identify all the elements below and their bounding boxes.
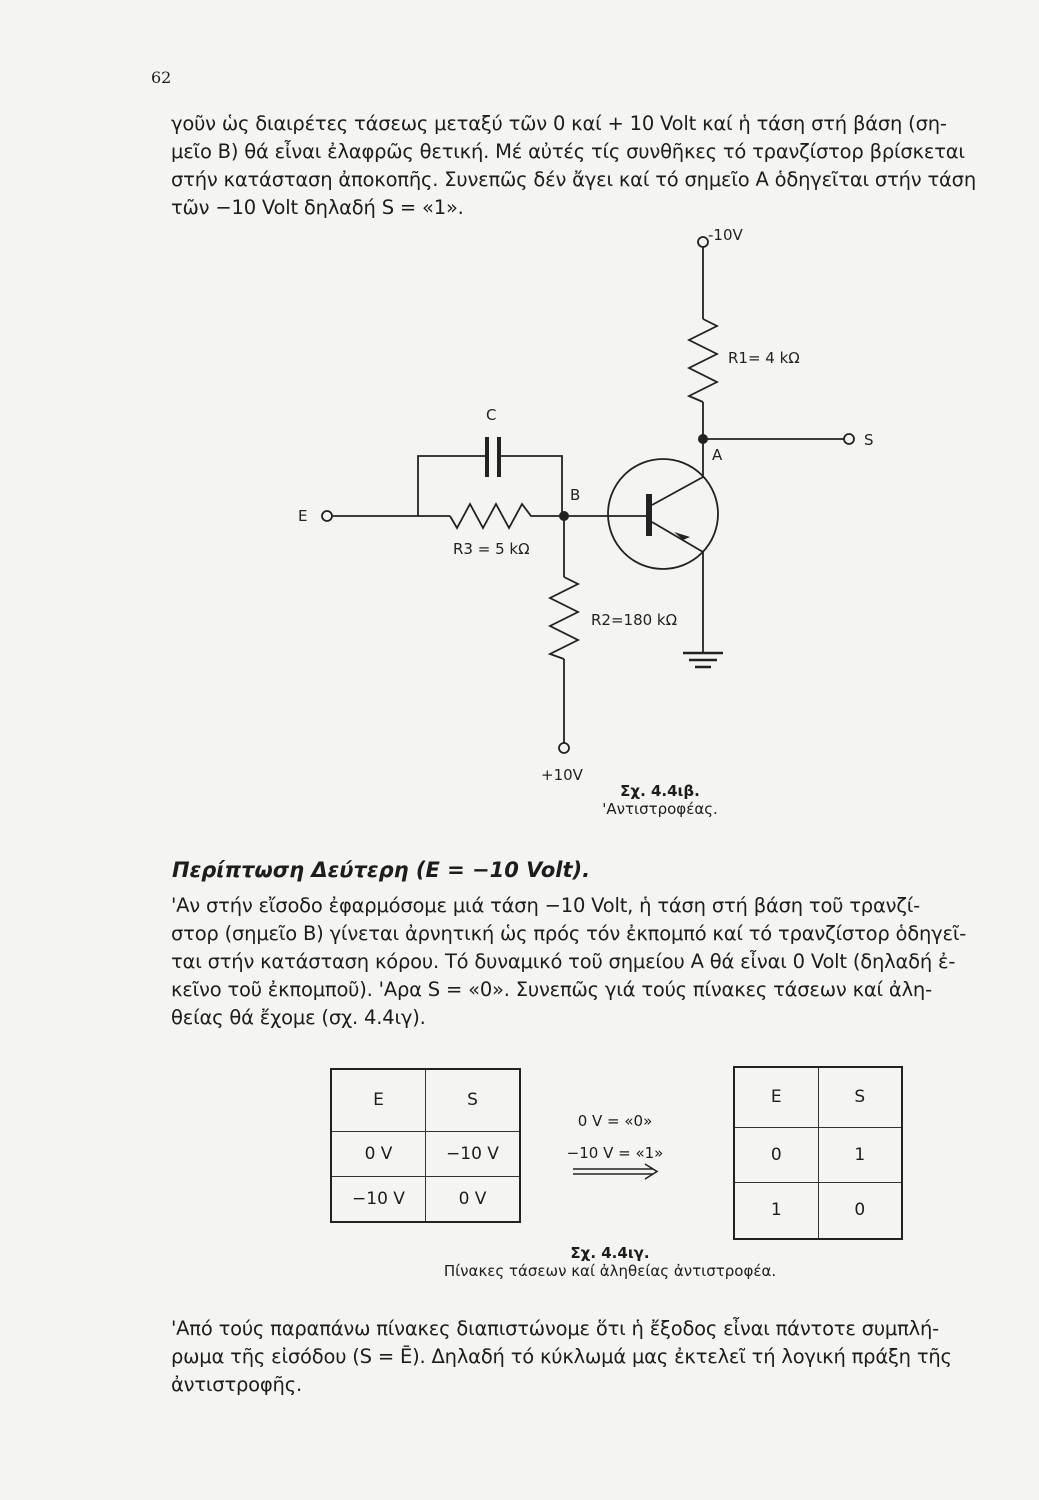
page-number: 62 (151, 68, 172, 87)
table-cell: 1 (733, 1181, 819, 1240)
table-cell: −10 V (330, 1175, 426, 1223)
capacitor-label: C (486, 406, 496, 424)
table-cell: 0 (733, 1126, 819, 1183)
figure-title: 'Αντιστροφέας. (602, 800, 718, 818)
mapping-zero: 0 V = «0» (577, 1112, 653, 1130)
node-a-dot (698, 434, 708, 444)
text-line: θείας θά ἔχομε (σχ. 4.4ιγ). (171, 1006, 426, 1029)
text-line: ται στήν κατάσταση κόρου. Τό δυναμικό το… (171, 950, 956, 973)
table-header: S (425, 1068, 521, 1132)
table-header: E (733, 1066, 819, 1128)
capacitor-plate (485, 437, 489, 477)
resistor-r3 (449, 502, 564, 530)
table-cell: −10 V (425, 1130, 521, 1177)
text-line: κεῖνο τοῦ ἐκπομποῦ). 'Αρα S = «0». Συνεπ… (171, 978, 932, 1001)
text-line: 'Από τούς παραπάνω πίνακες διαπιστώνομε … (171, 1317, 939, 1340)
intro-paragraph: γοῦν ὡς διαιρέτες τάσεως μεταξύ τῶν 0 κα… (171, 110, 1026, 222)
figure-number: Σχ. 4.4ιβ. (620, 782, 700, 800)
logic-mapping: 0 V = «0» −10 V = «1» (560, 1112, 670, 1186)
node-a-label: A (712, 446, 723, 464)
negative-supply-label: -10V (708, 226, 743, 244)
table-header: S (817, 1066, 903, 1128)
case-paragraph: 'Αν στήν εἴσοδο ἐφαρμόσομε μιά τάση −10 … (171, 892, 1026, 1032)
table-cell: 0 V (425, 1175, 521, 1223)
resistor-r2 (547, 576, 581, 660)
tables-caption: Σχ. 4.4ιγ. Πίνακες τάσεων καί ἀληθείας ἀ… (420, 1244, 800, 1280)
input-terminal (321, 510, 333, 522)
figure-title: Πίνακες τάσεων καί ἀληθείας ἀντιστροφέα. (443, 1262, 777, 1280)
section-heading: Περίπτωση Δεύτερη (E = −10 Volt). (172, 858, 591, 882)
inverter-circuit-diagram: -10V R1= 4 kΩ S A C B E R3 = 5 kΩ R2=180… (298, 226, 874, 784)
figure-number: Σχ. 4.4ιγ. (570, 1244, 650, 1262)
table-header: E (330, 1068, 426, 1132)
double-arrow-icon (573, 1163, 659, 1180)
output-terminal (843, 433, 855, 445)
table-cell: 0 V (330, 1130, 426, 1177)
node-b-label: B (570, 486, 580, 504)
table-cell: 1 (817, 1126, 903, 1183)
r1-label: R1= 4 kΩ (728, 349, 800, 367)
r3-label: R3 = 5 kΩ (453, 540, 530, 558)
text-line: τῶν −10 Volt δηλαδή S = «1». (171, 196, 464, 219)
positive-supply-label: +10V (541, 766, 584, 784)
resistor-r1 (686, 318, 720, 403)
text-line: μεῖο Β) θά εἶναι ἐλαφρῶς θετική. Μέ αὐτέ… (171, 140, 965, 163)
node-b-dot (559, 511, 569, 521)
figure-caption: Σχ. 4.4ιβ. 'Αντιστροφέας. (560, 782, 760, 818)
text-line: ρωμα τῆς εἰσόδου (S = Ē). Δηλαδή τό κύκλ… (171, 1345, 952, 1368)
input-label: E (298, 507, 307, 525)
mapping-one: −10 V = «1» (566, 1144, 664, 1162)
conclusion-paragraph: 'Από τούς παραπάνω πίνακες διαπιστώνομε … (171, 1315, 1026, 1399)
capacitor-plate (497, 437, 501, 477)
negative-supply-terminal (697, 236, 709, 248)
transistor-symbol (607, 458, 719, 570)
positive-supply-terminal (558, 742, 570, 754)
transistor-base-bar (646, 494, 652, 536)
text-line: 'Αν στήν εἴσοδο ἐφαρμόσομε μιά τάση −10 … (171, 894, 920, 917)
text-line: γοῦν ὡς διαιρέτες τάσεως μεταξύ τῶν 0 κα… (171, 112, 947, 135)
output-label: S (864, 431, 874, 449)
r2-label: R2=180 kΩ (591, 611, 677, 629)
text-line: στήν κατάσταση ἀποκοπῆς. Συνεπῶς δέν ἄγε… (171, 168, 976, 191)
text-line: ἀντιστροφῆς. (171, 1373, 302, 1396)
table-cell: 0 (817, 1181, 903, 1240)
emitter-arrow-icon (674, 532, 690, 540)
text-line: στορ (σημεῖο Β) γίνεται ἀρνητική ὡς πρός… (171, 922, 967, 945)
